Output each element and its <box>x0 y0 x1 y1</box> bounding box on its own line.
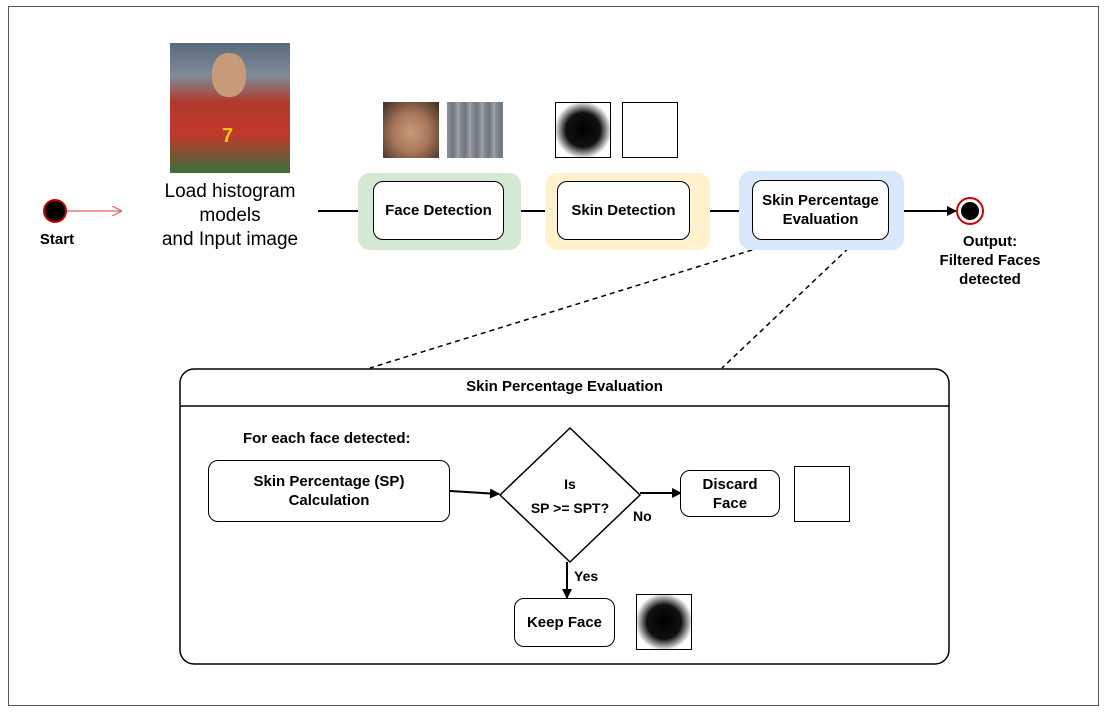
input-photo: 7 <box>170 43 290 173</box>
decision-diamond <box>498 426 642 564</box>
arrow-calc-to-decision <box>449 488 500 499</box>
zoom-line-left <box>369 241 779 369</box>
skin-mask-thumbnail <box>555 102 611 158</box>
diagram-frame <box>8 6 1099 706</box>
output-line-3: detected <box>959 271 1021 288</box>
keep-face-label: Keep Face <box>526 614 603 631</box>
skin-detection-label: Skin Detection <box>571 202 676 219</box>
discarded-mask-thumbnail <box>794 466 850 522</box>
face-detection-box: Face Detection <box>373 181 504 240</box>
discard-face-box: Discard Face <box>680 470 780 517</box>
face-detection-label: Face Detection <box>385 202 492 219</box>
skin-percentage-box: Skin Percentage Evaluation <box>752 180 889 240</box>
detail-title: Skin Percentage Evaluation <box>466 378 663 395</box>
sp-calculation-box: Skin Percentage (SP) Calculation <box>208 460 450 522</box>
zoom-line-right <box>721 241 856 369</box>
skin-detection-box: Skin Detection <box>557 181 690 240</box>
output-line-2: Filtered Faces <box>939 252 1041 269</box>
start-node <box>43 199 67 223</box>
load-text-line-3: and Input image <box>161 229 299 250</box>
end-node <box>961 202 979 220</box>
skin-percentage-label: Skin Percentage Evaluation <box>762 192 879 228</box>
load-text-line-1: Load histogram <box>164 181 296 202</box>
yes-label: Yes <box>574 568 599 584</box>
photo-number: 7 <box>222 125 234 147</box>
decision-line-2: SP >= SPT? <box>530 500 610 516</box>
decision-label: Is SP >= SPT? <box>510 472 630 520</box>
load-text-line-2: models <box>199 205 261 226</box>
sp-calculation-label: Skin Percentage (SP) Calculation <box>253 473 405 509</box>
discard-face-label: Discard Face <box>702 475 758 512</box>
output-label: Output: Filtered Faces detected <box>925 232 1055 289</box>
load-input-text: Load histogram models and Input image <box>140 180 320 252</box>
loop-label: For each face detected: <box>243 430 411 447</box>
face-crop-thumbnail <box>383 102 439 158</box>
detail-panel <box>179 368 950 665</box>
empty-mask-thumbnail <box>622 102 678 158</box>
false-detection-thumbnail <box>447 102 503 158</box>
keep-face-box: Keep Face <box>514 598 615 647</box>
photo-face <box>212 53 246 97</box>
start-label: Start <box>39 231 75 248</box>
output-line-1: Output: <box>962 233 1018 250</box>
no-label: No <box>633 508 652 524</box>
decision-line-1: Is <box>564 476 576 492</box>
kept-mask-thumbnail <box>636 594 692 650</box>
